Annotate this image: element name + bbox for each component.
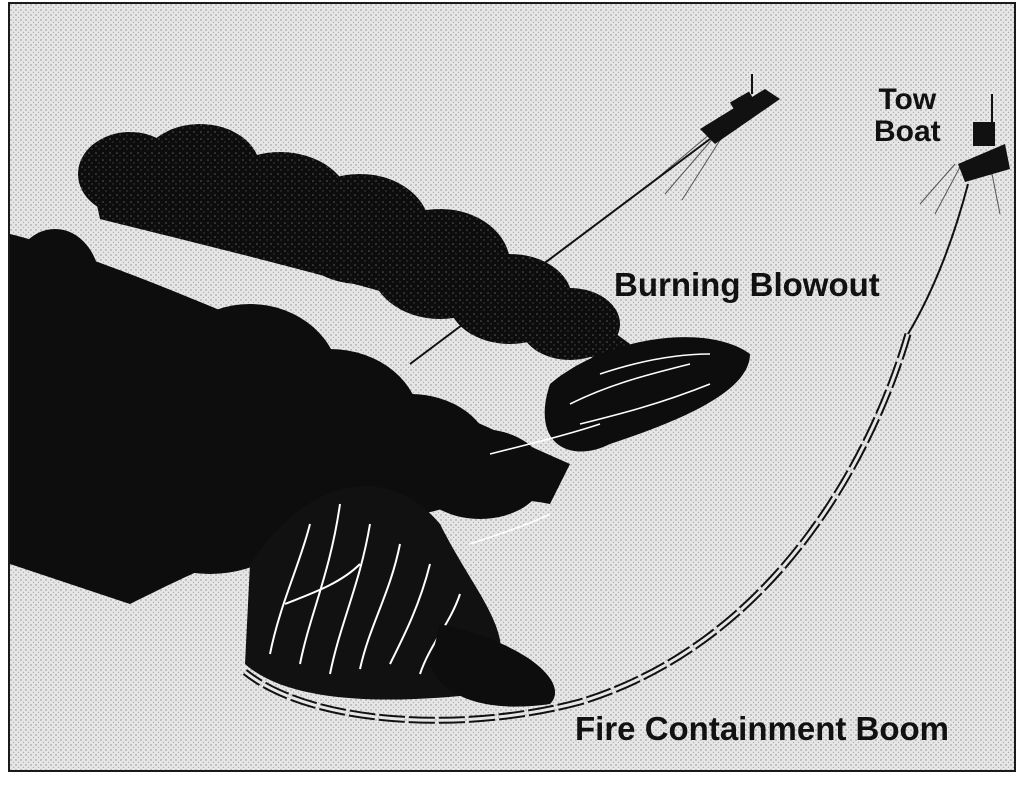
tow-boat-label-line2: Boat (874, 116, 941, 148)
page-footer-margin (8, 772, 1016, 786)
fire-containment-boom-label: Fire Containment Boom (575, 712, 949, 747)
tow-boat-label-line1: Tow (874, 84, 941, 116)
diagram-frame: Tow Boat Burning Blowout Fire Containmen… (8, 2, 1016, 772)
tow-boat-label: Tow Boat (874, 84, 941, 147)
diagram-scene (10, 4, 1014, 770)
burning-blowout-label: Burning Blowout (614, 268, 880, 303)
